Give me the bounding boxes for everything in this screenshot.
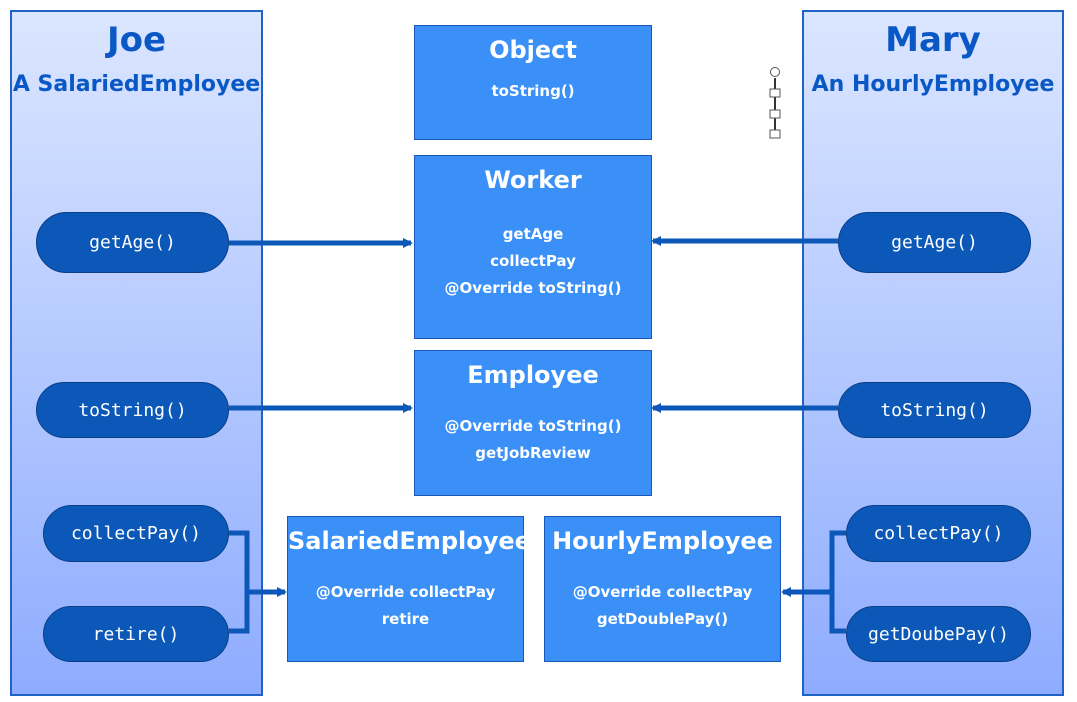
class-employee-methods: @Override toString() getJobReview — [415, 413, 651, 467]
joe-method-retire[interactable]: retire() — [43, 606, 229, 662]
method-line: @Override collectPay — [315, 583, 496, 601]
mary-method-collectpay[interactable]: collectPay() — [846, 505, 1031, 562]
mary-method-getage[interactable]: getAge() — [838, 212, 1031, 273]
class-object: Object toString() — [414, 25, 652, 140]
method-line: getJobReview — [475, 444, 591, 462]
resize-handle-icon — [769, 67, 781, 139]
class-object-methods: toString() — [415, 78, 651, 105]
method-line: @Override toString() — [444, 417, 622, 435]
class-salaried-name: SalariedEmployee — [288, 527, 531, 555]
joe-panel: Joe A SalariedEmployee — [10, 10, 263, 696]
joe-type: A SalariedEmployee — [12, 72, 261, 97]
joe-method-tostring[interactable]: toString() — [36, 382, 229, 438]
class-employee: Employee @Override toString() getJobRevi… — [414, 350, 652, 496]
class-object-name: Object — [489, 36, 577, 64]
class-worker-methods: getAge collectPay @Override toString() — [415, 221, 651, 302]
method-line: @Override toString() — [444, 279, 622, 297]
method-line: toString() — [491, 82, 575, 100]
joe-method-getage[interactable]: getAge() — [36, 212, 229, 273]
class-salaried-employee: SalariedEmployee @Override collectPay re… — [287, 516, 531, 662]
class-hourly-methods: @Override collectPay getDoublePay() — [545, 579, 780, 633]
method-line: @Override collectPay — [572, 583, 753, 601]
class-salaried-methods: @Override collectPay retire — [288, 579, 523, 633]
method-line: getDoublePay() — [596, 610, 729, 628]
joe-method-collectpay[interactable]: collectPay() — [43, 505, 229, 562]
mary-name: Mary — [885, 20, 981, 60]
bracket-mary-hourly — [783, 530, 846, 634]
joe-name: Joe — [106, 20, 167, 60]
class-hourly-name: HourlyEmployee — [552, 527, 773, 555]
class-employee-name: Employee — [467, 361, 599, 389]
class-hourly-employee: HourlyEmployee @Override collectPay getD… — [544, 516, 781, 662]
bracket-joe-salaried — [229, 530, 285, 634]
method-line: retire — [381, 610, 430, 628]
mary-method-tostring[interactable]: toString() — [838, 382, 1031, 438]
class-worker-name: Worker — [484, 166, 582, 194]
mary-method-getdoubepay[interactable]: getDoubePay() — [846, 606, 1031, 662]
method-line: getAge — [502, 225, 564, 243]
mary-panel: Mary An HourlyEmployee — [802, 10, 1064, 696]
method-line: collectPay — [490, 252, 576, 270]
class-worker: Worker getAge collectPay @Override toStr… — [414, 155, 652, 339]
mary-type: An HourlyEmployee — [811, 72, 1055, 97]
